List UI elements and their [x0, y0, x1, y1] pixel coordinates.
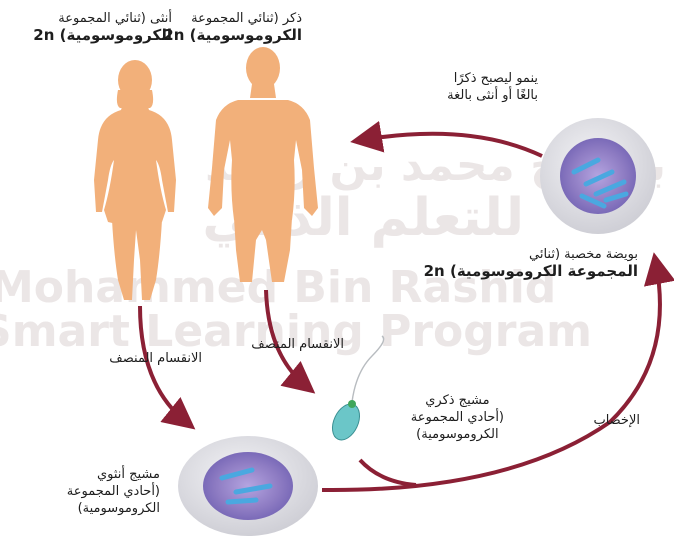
arrow-fertilization	[322, 264, 660, 490]
male-label-line2: الكروموسومية) 2n	[163, 27, 302, 44]
sperm-label-line1: مشيج ذكري	[411, 392, 504, 409]
zygote-label-line2: المجموعة الكروموسومية) 2n	[424, 263, 638, 280]
fertilization-label: الإخصاب	[593, 412, 640, 429]
male-figure-icon	[208, 47, 318, 282]
grows-label-line2: بالغًا أو أنثى بالغة	[447, 87, 538, 104]
egg-label-line3: الكروموسومية)	[67, 500, 160, 517]
meiosis-mid-label: الانقسام المنصف	[251, 336, 344, 353]
male-label: ذكر (ثنائي المجموعة الكروموسومية) 2n	[163, 10, 302, 44]
arrow-sperm-to-egg	[360, 460, 416, 485]
female-label: أنثى (ثنائي المجموعة الكروموسومية) 2n	[33, 10, 172, 44]
egg-cell-icon	[178, 436, 318, 536]
egg-label-line1: مشيج أنثوي	[67, 466, 160, 483]
arrow-zygote-to-adult	[362, 134, 542, 156]
grows-label-line1: ينمو ليصبح ذكرًا	[447, 70, 538, 87]
male-label-line1: ذكر (ثنائي المجموعة	[163, 10, 302, 27]
female-label-line1: أنثى (ثنائي المجموعة	[33, 10, 172, 27]
sperm-label-line3: الكروموسومية)	[411, 426, 504, 443]
zygote-label: بويضة مخصبة (ثنائي المجموعة الكروموسومية…	[424, 246, 638, 280]
meiosis-left-label: الانقسام المنصف	[109, 350, 202, 367]
zygote-label-line1: بويضة مخصبة (ثنائي	[424, 246, 638, 263]
egg-label: مشيج أنثوي (أحادي المجموعة الكروموسومية)	[67, 466, 160, 517]
grows-label: ينمو ليصبح ذكرًا بالغًا أو أنثى بالغة	[447, 70, 538, 104]
zygote-cell-icon	[540, 118, 656, 234]
female-figure-icon	[94, 60, 176, 300]
sperm-label-line2: (أحادي المجموعة	[411, 409, 504, 426]
sperm-label: مشيج ذكري (أحادي المجموعة الكروموسومية)	[411, 392, 504, 443]
female-label-line2: الكروموسومية) 2n	[33, 27, 172, 44]
egg-label-line2: (أحادي المجموعة	[67, 483, 160, 500]
